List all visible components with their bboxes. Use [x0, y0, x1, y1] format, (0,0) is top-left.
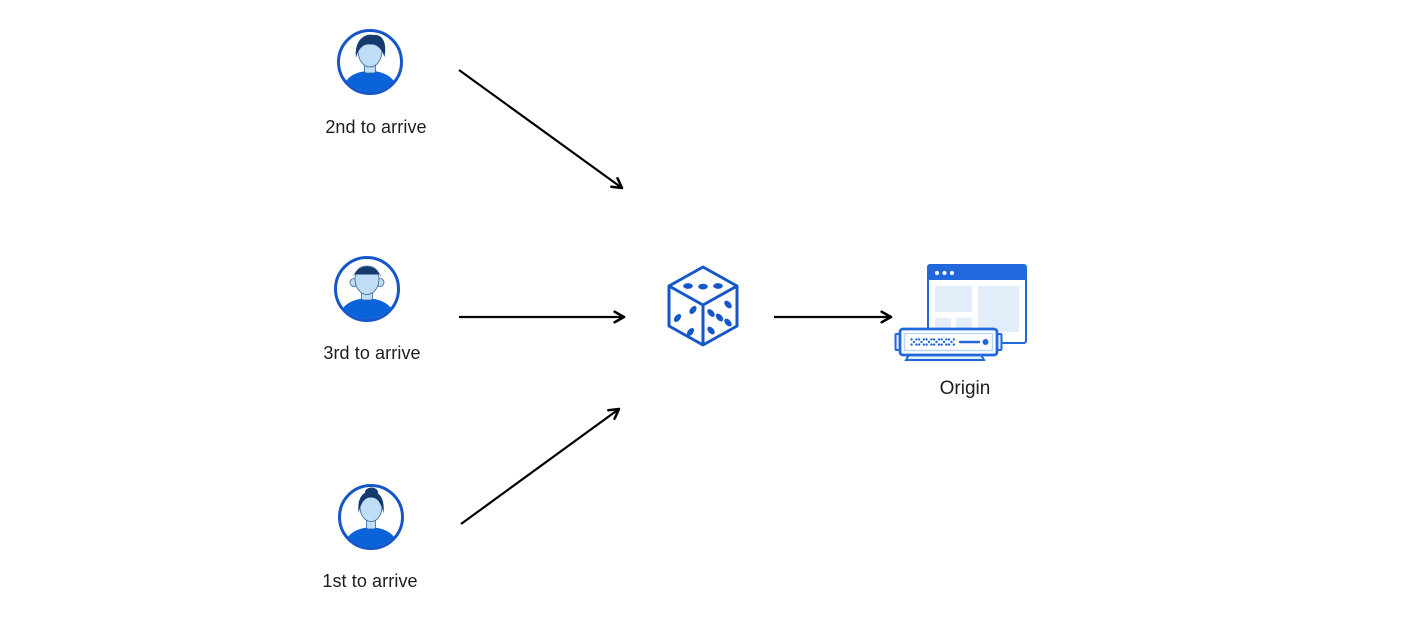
server-icon: [894, 327, 1003, 361]
person-man-swept-hair-icon: [337, 29, 403, 95]
person-woman-bun-icon: [338, 484, 404, 550]
client-node-2nd: [336, 28, 404, 96]
client-label-3rd: 3rd to arrive: [323, 343, 421, 363]
dice-node: [665, 263, 741, 349]
dice-icon: [667, 265, 739, 347]
person-man-flat-hair-icon: [334, 256, 400, 322]
client-node-1st: [337, 483, 405, 551]
client-label-2nd: 2nd to arrive: [325, 117, 427, 137]
origin-label: Origin: [939, 378, 991, 399]
origin-node: [893, 258, 1033, 368]
arrow-client1-to-dice: [460, 407, 621, 525]
origin-server-browser-icon: [894, 264, 1027, 361]
client-label-1st: 1st to arrive: [322, 571, 418, 591]
arrow-client2-to-dice: [458, 69, 624, 190]
client-node-3rd: [333, 255, 401, 323]
